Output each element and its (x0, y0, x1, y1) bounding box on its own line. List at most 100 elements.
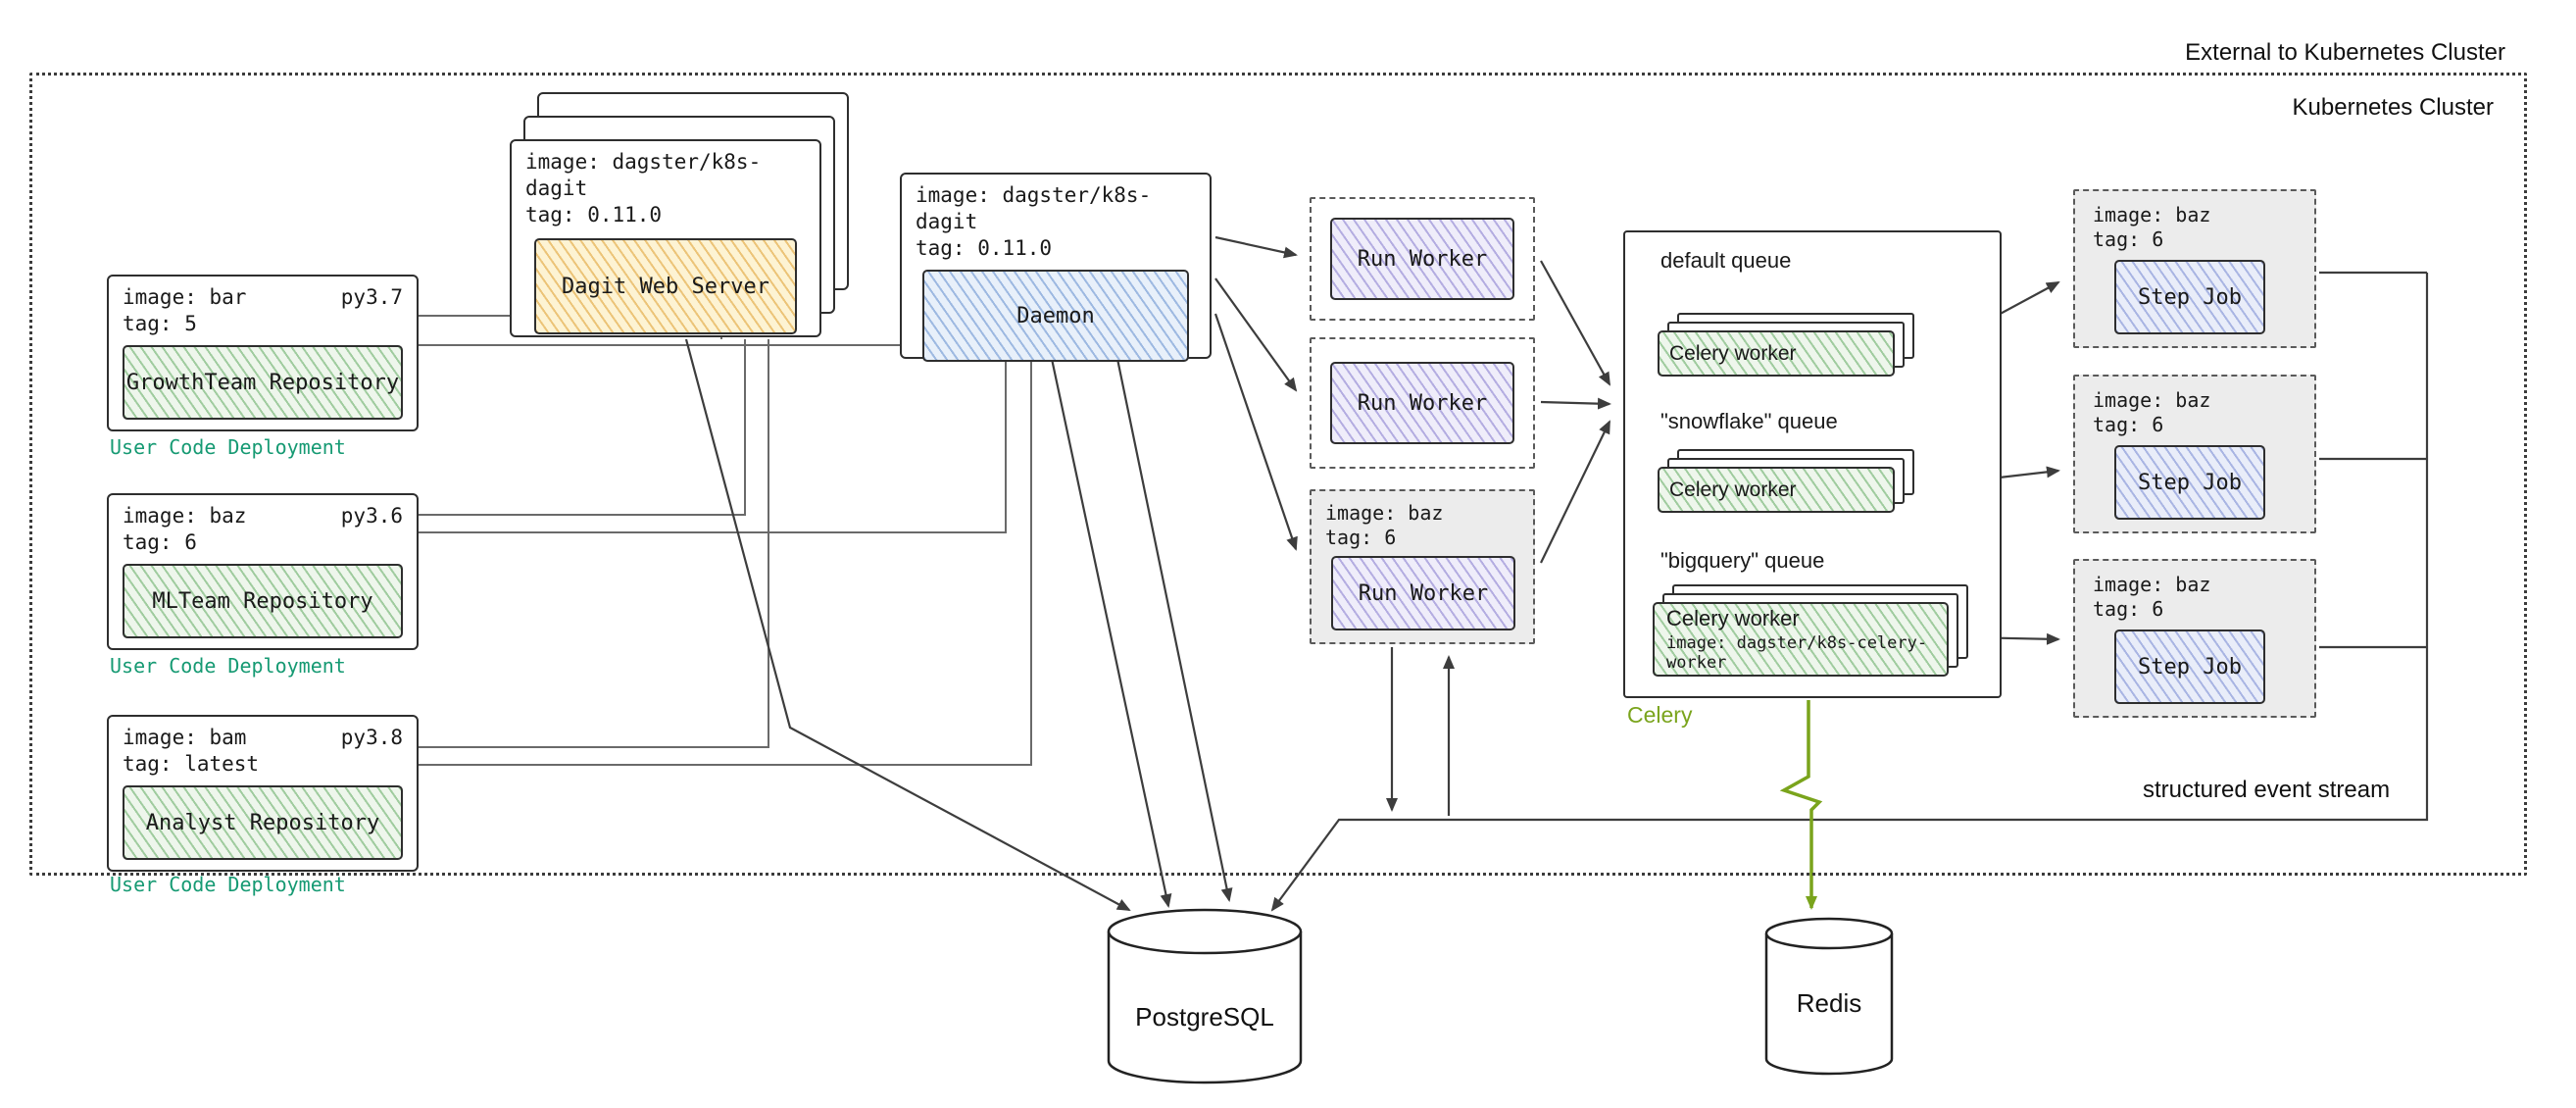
step-job-2-chip: Step Job (2114, 445, 2265, 520)
daemon-image: image: dagster/k8s-dagit (916, 183, 1152, 233)
dagit-name: Dagit Web Server (562, 274, 769, 299)
redis-body (1764, 933, 1894, 1076)
dagit-tag: tag: 0.11.0 (525, 203, 663, 227)
arrow-runworker2-celery (1540, 397, 1611, 410)
run-worker-3: image: baz tag: 6 Run Worker (1310, 489, 1535, 644)
celery-worker-default-chip: Celery worker (1658, 330, 1895, 377)
repo3-image: image: bam (123, 726, 247, 749)
step-job-2: image: baz tag: 6 Step Job (2073, 375, 2316, 533)
arrow-runworker1-celery (1540, 260, 1610, 386)
arrow-daemon-runworker1 (1214, 235, 1298, 259)
step-job-3-label: Step Job (2138, 654, 2242, 680)
run-worker-2-label: Run Worker (1357, 390, 1488, 416)
kubernetes-cluster-boundary (29, 73, 2527, 876)
arrow-daemon-postgres-2 (1115, 358, 1233, 902)
run-worker-3-label: Run Worker (1358, 580, 1489, 606)
repo1-chip: GrowthTeam Repository (123, 345, 403, 420)
step-job-2-image: image: baz (2093, 388, 2211, 412)
queue-label-bigquery: "bigquery" queue (1660, 548, 1825, 573)
repo3-tag: tag: latest (123, 752, 260, 776)
celery-worker-snowflake-label: Celery worker (1669, 478, 1797, 501)
arrow-daemon-runworker3 (1214, 313, 1298, 551)
celery-worker-stack-bigquery: Celery worker image: dagster/k8s-celery-… (1653, 584, 1968, 677)
repo2-name: MLTeam Repository (152, 588, 373, 614)
dagit-image: image: dagster/k8s-dagit (525, 150, 762, 200)
celery-worker-bigquery-image: image: dagster/k8s-celery-worker (1666, 633, 1928, 673)
arrow-daemon-postgres-1 (1050, 358, 1172, 908)
dagit-card: image: dagster/k8s-dagit tag: 0.11.0 Dag… (510, 139, 821, 337)
run-worker-1: Run Worker (1310, 197, 1535, 321)
celery-worker-stack-default: Celery worker (1658, 313, 1914, 377)
wire-repo3-dagit (419, 339, 769, 748)
event-stream-label: structured event stream (2143, 777, 2391, 803)
daemon-chip: Daemon (922, 270, 1189, 362)
run-worker-1-chip: Run Worker (1330, 218, 1514, 300)
daemon-name: Daemon (1016, 303, 1095, 328)
wire-repo2-daemon (419, 359, 1007, 533)
repo3-python: py3.8 (340, 726, 403, 749)
run-worker-3-image: image: baz (1325, 501, 1444, 525)
user-code-caption-3: User Code Deployment (110, 873, 346, 896)
repo1-name: GrowthTeam Repository (125, 370, 400, 395)
wire-repo3-daemon (419, 359, 1032, 766)
step-job-1-chip: Step Job (2114, 260, 2265, 334)
repo3-chip: Analyst Repository (123, 785, 403, 860)
step-job-1-label: Step Job (2138, 284, 2242, 310)
repo2-python: py3.6 (340, 504, 403, 528)
kubernetes-cluster-label: Kubernetes Cluster (2292, 94, 2494, 121)
run-worker-2-chip: Run Worker (1330, 362, 1514, 444)
user-code-deployment-2: image: baz py3.6 tag: 6 MLTeam Repositor… (107, 493, 419, 650)
arrow-eventstream-postgres (1270, 273, 2429, 912)
repo2-tag: tag: 6 (123, 530, 197, 554)
repo2-chip: MLTeam Repository (123, 564, 403, 638)
run-worker-1-label: Run Worker (1357, 246, 1488, 272)
celery-worker-stack-snowflake: Celery worker (1658, 449, 1914, 513)
wire-repo2-dagit (419, 339, 746, 516)
step-job-3: image: baz tag: 6 Step Job (2073, 559, 2316, 718)
repo-grpc-wires (419, 315, 1032, 766)
run-worker-2: Run Worker (1310, 337, 1535, 469)
celery-worker-default-label: Celery worker (1669, 341, 1797, 365)
redis-cylinder: Redis (1764, 917, 1894, 1076)
user-code-deployment-1: image: bar py3.7 tag: 5 GrowthTeam Repos… (107, 275, 419, 431)
arrow-daemon-runworker2 (1214, 277, 1298, 392)
daemon-tag: tag: 0.11.0 (916, 236, 1053, 260)
queue-label-snowflake: "snowflake" queue (1660, 409, 1838, 433)
postgres-top (1107, 908, 1303, 955)
celery-worker-bigquery-label: Celery worker (1666, 606, 1800, 630)
celery-caption: Celery (1627, 702, 1693, 728)
celery-worker-bigquery-chip: Celery worker image: dagster/k8s-celery-… (1653, 602, 1949, 677)
repo2-image: image: baz (123, 504, 247, 528)
user-code-caption-1: User Code Deployment (110, 435, 346, 459)
step-job-1-image: image: baz (2093, 203, 2211, 227)
user-code-deployment-3: image: bam py3.8 tag: latest Analyst Rep… (107, 715, 419, 872)
queue-label-default: default queue (1660, 248, 1792, 273)
redis-label: Redis (1797, 988, 1861, 1018)
arrow-celery-redis (1779, 700, 1823, 910)
arrow-dagit-postgres (684, 338, 1131, 911)
step-job-2-label: Step Job (2138, 470, 2242, 495)
run-worker-3-tag: tag: 6 (1325, 526, 1397, 549)
arrow-runworker3-celery (1540, 420, 1610, 564)
postgres-cylinder: PostgreSQL (1107, 908, 1303, 1084)
step-job-3-chip: Step Job (2114, 630, 2265, 704)
external-cluster-label: External to Kubernetes Cluster (2185, 39, 2505, 66)
daemon-card: image: dagster/k8s-dagit tag: 0.11.0 Dae… (900, 173, 1212, 362)
step-job-2-tag: tag: 6 (2093, 413, 2164, 436)
dagit-chip: Dagit Web Server (534, 238, 797, 334)
repo3-name: Analyst Repository (145, 810, 380, 835)
repo1-tag: tag: 5 (123, 312, 197, 335)
arrow-wires (684, 235, 2429, 912)
repo1-python: py3.7 (340, 285, 403, 309)
step-job-1: image: baz tag: 6 Step Job (2073, 189, 2316, 348)
user-code-caption-2: User Code Deployment (110, 654, 346, 678)
repo1-image: image: bar (123, 285, 247, 309)
redis-top (1764, 917, 1894, 950)
postgres-body (1107, 932, 1303, 1084)
step-job-3-tag: tag: 6 (2093, 597, 2164, 621)
step-job-1-tag: tag: 6 (2093, 227, 2164, 251)
celery-panel: default queue Celery worker "snowflake" … (1623, 230, 2002, 698)
step-job-3-image: image: baz (2093, 573, 2211, 596)
